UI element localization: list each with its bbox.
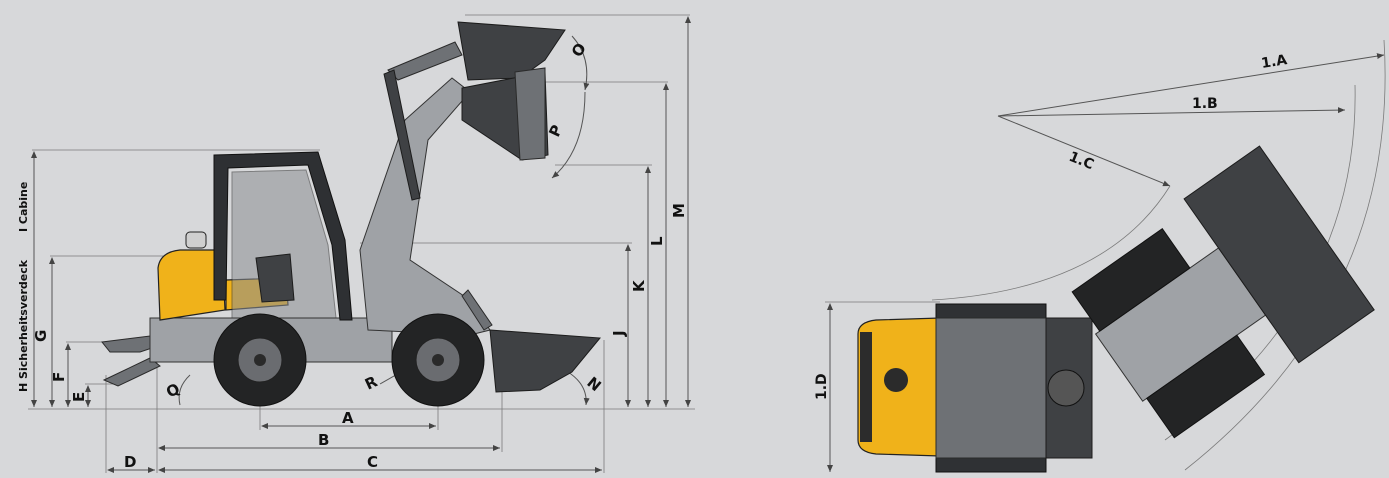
angle-q xyxy=(178,374,191,406)
label-g: G xyxy=(32,330,50,342)
cabin-frame xyxy=(213,151,353,321)
radius-1c xyxy=(997,115,1171,187)
cabin-glass xyxy=(231,169,337,319)
front-link xyxy=(461,289,493,331)
steering-wheel xyxy=(1047,369,1085,407)
bucket-top xyxy=(1183,145,1375,364)
label-f: F xyxy=(50,372,68,382)
side-view: A B C D G F E H Sicherheitsverdeck I Cab… xyxy=(17,14,695,473)
loader-top-illustration xyxy=(857,145,1375,473)
label-1b: 1.B xyxy=(1192,96,1218,112)
exhaust-cap xyxy=(884,368,908,392)
label-h-sicherheitsverdeck: H Sicherheitsverdeck xyxy=(17,259,30,392)
front-frame-rotated xyxy=(1071,145,1375,439)
rear-grille xyxy=(860,332,872,442)
rear-hitch-lower xyxy=(102,357,161,387)
label-q: Q xyxy=(163,379,183,401)
angle-p xyxy=(551,91,586,179)
label-j: J xyxy=(610,330,628,337)
label-e: E xyxy=(70,392,88,402)
label-p: P xyxy=(545,122,566,140)
angle-o xyxy=(571,35,590,91)
label-i-cabine: I Cabine xyxy=(17,182,30,232)
radius-1b xyxy=(997,107,1346,117)
label-l: L xyxy=(648,236,666,246)
hydraulic-cylinder xyxy=(383,69,421,201)
label-b: B xyxy=(318,431,329,449)
label-a: A xyxy=(342,409,354,427)
loader-side-illustration xyxy=(101,21,602,407)
lift-arm xyxy=(359,77,491,336)
radius-1a xyxy=(997,53,1385,117)
seat xyxy=(255,253,295,303)
tilt-linkage xyxy=(387,41,463,81)
cabin-roof xyxy=(935,317,1047,459)
label-1d: 1.D xyxy=(814,373,830,400)
front-hub xyxy=(432,354,444,366)
front-tire-right xyxy=(1146,334,1266,439)
top-view: 1.A 1.B 1.C 1.D xyxy=(814,39,1386,473)
label-k: K xyxy=(630,279,648,292)
label-c: C xyxy=(367,453,378,471)
label-o: O xyxy=(568,40,590,60)
bucket-lowered xyxy=(489,329,602,393)
angle-n xyxy=(567,371,590,406)
label-m: M xyxy=(670,203,688,218)
rear-hitch xyxy=(101,335,159,353)
label-n: N xyxy=(583,373,604,395)
label-1c: 1.C xyxy=(1067,149,1096,173)
bucket-raised-top xyxy=(457,21,566,81)
arc-1c xyxy=(931,185,1171,301)
front-tire-left xyxy=(1071,228,1191,332)
label-d: D xyxy=(124,453,136,471)
label-r: R xyxy=(362,372,380,393)
rear-hub xyxy=(254,354,266,366)
beacon-light xyxy=(185,231,207,249)
bucket-raised-dump-side xyxy=(514,67,546,161)
label-1a: 1.A xyxy=(1260,52,1288,72)
